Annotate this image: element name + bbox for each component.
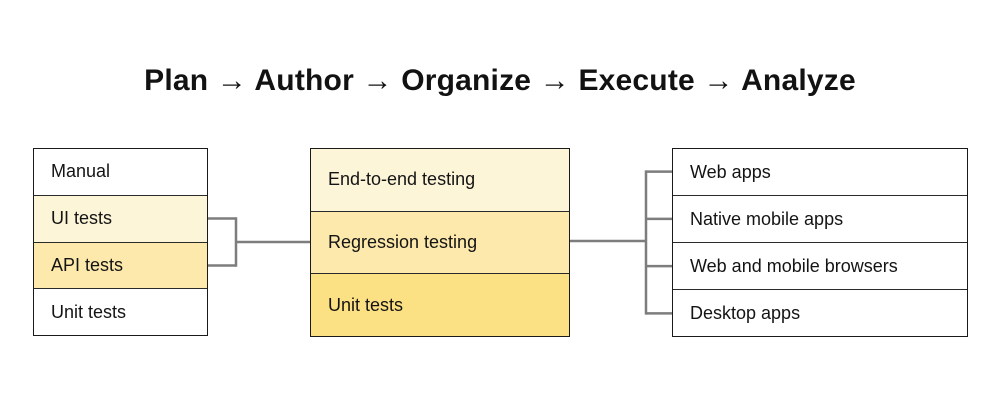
testing-scope-box: End-to-end testing Regression testing Un… <box>310 148 570 337</box>
box-row-unit-tests-mid: Unit tests <box>311 273 569 337</box>
box-row-web-mobile-browsers: Web and mobile browsers <box>673 242 967 289</box>
process-flow-title: Plan → Author → Organize → Execute → Ana… <box>144 64 856 97</box>
box-row-unit-tests: Unit tests <box>34 288 207 335</box>
test-types-box: Manual UI tests API tests Unit tests <box>33 148 208 336</box>
box-row-ui-tests: UI tests <box>34 194 207 242</box>
box-row-regression: Regression testing <box>311 210 569 274</box>
box-row-api-tests: API tests <box>34 241 207 289</box>
box-row-web-apps: Web apps <box>673 149 967 195</box>
box-row-desktop-apps: Desktop apps <box>673 289 967 336</box>
connector-left-bracket <box>208 217 310 267</box>
box-row-end-to-end: End-to-end testing <box>311 149 569 211</box>
box-row-manual: Manual <box>34 149 207 195</box>
box-row-native-mobile: Native mobile apps <box>673 195 967 242</box>
connector-right-bracket <box>570 170 672 315</box>
platforms-box: Web apps Native mobile apps Web and mobi… <box>672 148 968 337</box>
